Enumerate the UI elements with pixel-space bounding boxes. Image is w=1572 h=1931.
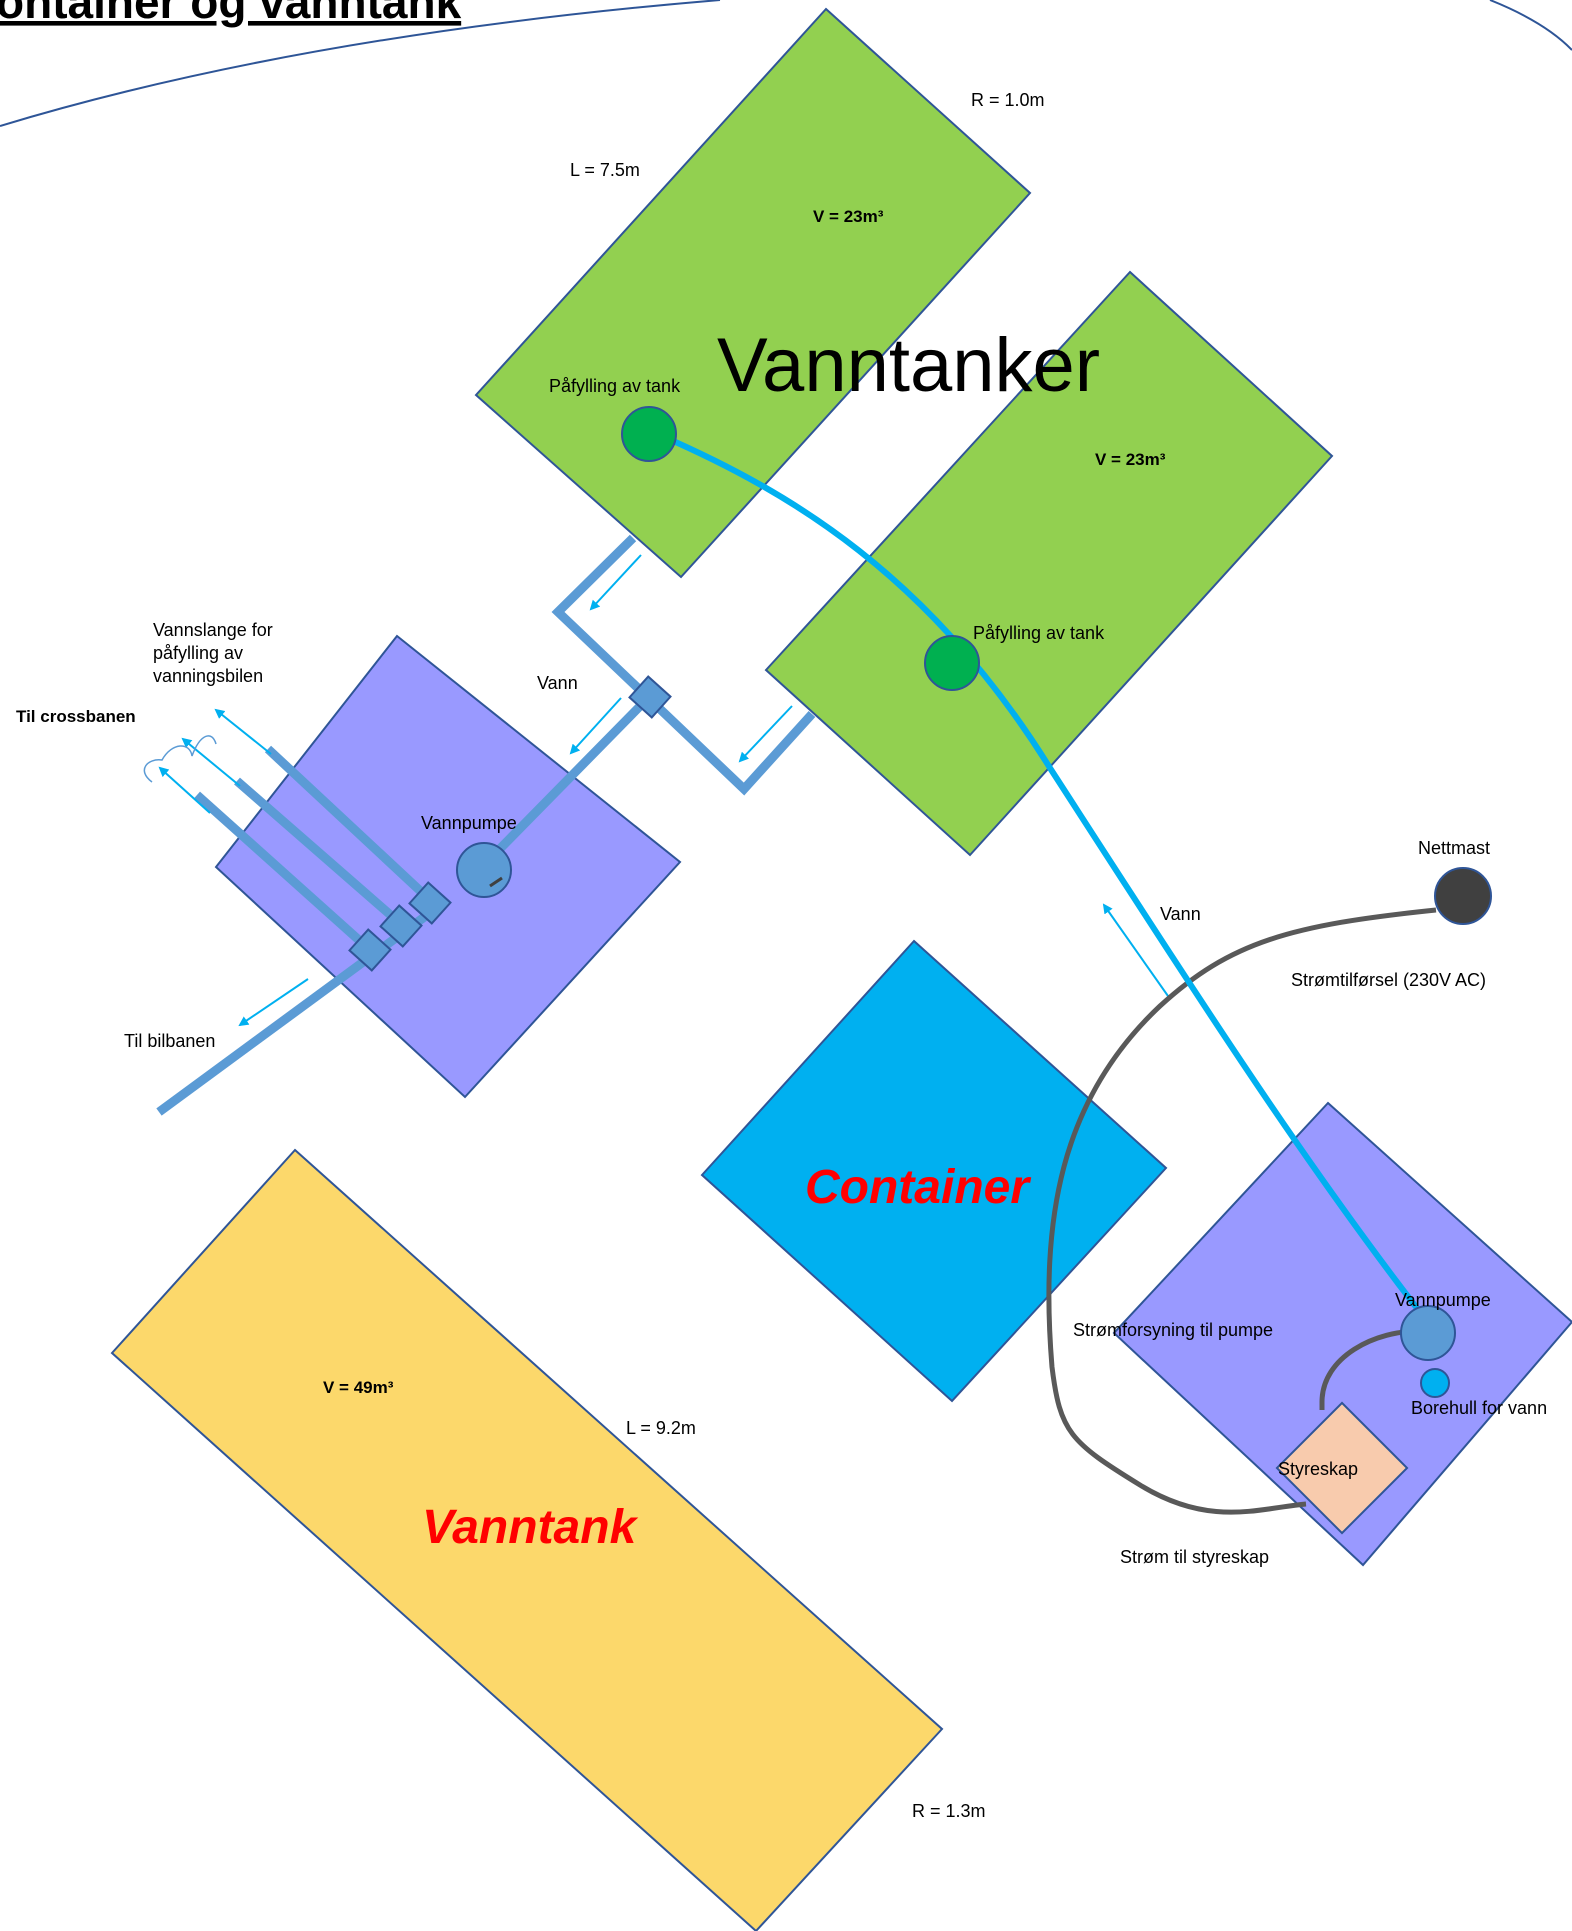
feed-pipe [479, 693, 653, 870]
big-tank-radius: R = 1.3m [912, 1801, 986, 1821]
hose-label-line-3: vanningsbilen [153, 666, 263, 686]
water-tanks-label: Vanntanker [717, 323, 1100, 408]
tank-1-volume: V = 23m³ [813, 207, 884, 226]
control-cabinet-label: Styreskap [1278, 1459, 1358, 1479]
power-supply-label: Strømtilførsel (230V AC) [1291, 970, 1486, 990]
big-tank-volume: V = 49m³ [323, 1378, 394, 1397]
car-track-pipe [156, 903, 441, 1116]
page-title: ontainer og vanntank [0, 0, 462, 28]
tank-2-fill-label: Påfylling av tank [973, 623, 1105, 643]
hose-label-line-2: påfylling av [153, 643, 243, 663]
to-cross-track-label: Til crossbanen [16, 707, 136, 726]
cross-pipe-3 [193, 791, 374, 954]
cross-track-wave [143, 735, 217, 783]
to-car-track-label: Til bilbanen [124, 1031, 215, 1051]
fill-point-tank-2 [924, 635, 980, 691]
cabinet-power-label: Strøm til styreskap [1120, 1547, 1269, 1567]
pump-station-right [1112, 1101, 1572, 1567]
flow-arrow-cross-1 [214, 708, 272, 755]
container-label: Container [805, 1161, 1031, 1214]
water-tank-1 [474, 7, 1032, 579]
left-pump-handle [489, 876, 503, 888]
cross-pipe-1 [264, 745, 434, 904]
water-tank-2 [764, 270, 1334, 857]
left-pump-icon [456, 842, 512, 898]
valve-1 [408, 881, 452, 925]
flow-arrow-car [238, 978, 309, 1027]
mains-power-cable [1046, 907, 1437, 1515]
flow-arrow-cross-3 [158, 766, 211, 814]
right-pump-label: Vannpumpe [1395, 1290, 1491, 1310]
water-hose [660, 433, 1429, 1322]
hose-label-line-1: Vannslange for [153, 620, 273, 640]
valve-2 [379, 904, 423, 948]
big-water-tank [110, 1148, 944, 1931]
fill-point-tank-1 [621, 406, 677, 462]
flow-arrow-right [1102, 903, 1169, 997]
title-arc-left [0, 0, 721, 127]
flow-arrow-3 [738, 705, 793, 763]
borehole-icon [1420, 1368, 1450, 1398]
valve-3 [348, 928, 392, 972]
right-water-label: Vann [1160, 904, 1201, 924]
right-pump-icon [1400, 1305, 1456, 1361]
big-tank-length: L = 9.2m [626, 1418, 696, 1438]
left-water-label: Vann [537, 673, 578, 693]
tank-1-fill-label: Påfylling av tank [549, 376, 681, 396]
valve-main [628, 675, 672, 719]
flow-arrow-1 [589, 554, 642, 611]
pump-power-label: Strømforsyning til pumpe [1073, 1320, 1273, 1340]
grid-mast-icon [1434, 867, 1492, 925]
big-tank-label: Vanntank [422, 1501, 639, 1554]
pump-station-left [214, 634, 682, 1099]
cross-pipe-2 [234, 777, 405, 929]
control-cabinet [1275, 1401, 1409, 1535]
left-pump-label: Vannpumpe [421, 813, 517, 833]
title-arc-right [1489, 0, 1572, 51]
flow-arrow-cross-2 [181, 737, 241, 787]
borehole-label: Borehull for vann [1411, 1398, 1547, 1418]
tank-2-volume: V = 23m³ [1095, 450, 1166, 469]
tank-1-length: L = 7.5m [570, 160, 640, 180]
flow-arrow-2 [569, 697, 622, 755]
tank-1-radius: R = 1.0m [971, 90, 1045, 110]
grid-mast-label: Nettmast [1418, 838, 1490, 858]
